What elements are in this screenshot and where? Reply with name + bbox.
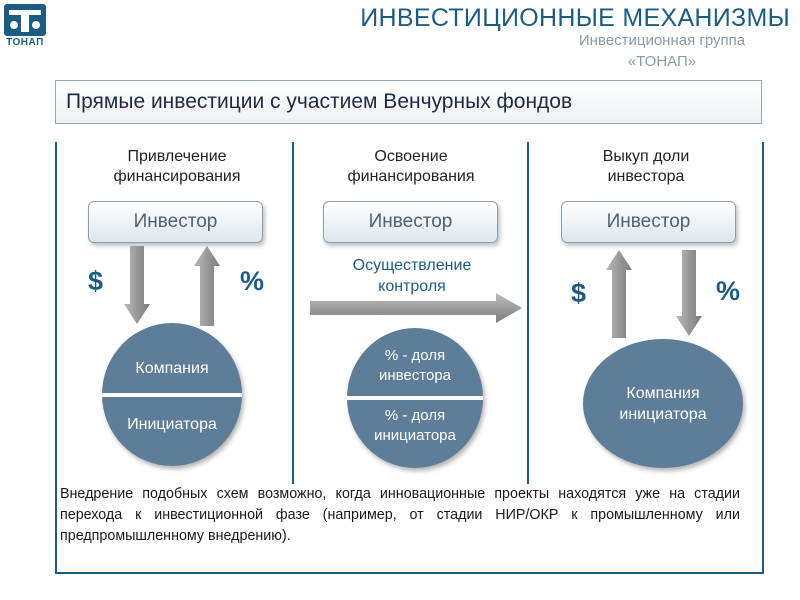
company-initiator-circle: Компания инициатора <box>583 339 743 468</box>
investor-label: Инвестор <box>133 211 218 232</box>
company-initiator-label: Компания инициатора <box>583 383 743 425</box>
investor-box: Инвестор <box>561 201 736 243</box>
section-title: Прямые инвестиции с участием Венчурных ф… <box>66 90 573 113</box>
page-subtitle: Инвестиционная группа «ТОНАП» <box>562 30 762 72</box>
logo-mark-icon <box>4 4 46 36</box>
column-title-development: Освоение финансирования <box>296 147 526 187</box>
investor-label: Инвестор <box>368 211 453 232</box>
frame-bottom-line <box>55 572 764 574</box>
control-label-line: Осуществление <box>352 257 472 274</box>
company-label: Компания <box>135 360 209 377</box>
note-text-box: Внедрение подобных схем возможно, когда … <box>60 484 740 572</box>
column-title-line: финансирования <box>113 168 241 185</box>
company-line: инициатора <box>619 406 707 423</box>
initiator-share-label: % - доля инициатора <box>347 406 483 446</box>
note-text: Внедрение подобных схем возможно, когда … <box>60 486 740 544</box>
percent-symbol: % <box>716 276 741 306</box>
column-title-attraction: Привлечение финансирования <box>62 147 292 187</box>
column-title-line: Привлечение <box>127 148 227 165</box>
share-line: % - доля <box>384 407 446 424</box>
share-line: % - доля <box>384 347 446 364</box>
subtitle-line-2: «ТОНАП» <box>627 53 697 70</box>
column-title-line: финансирования <box>347 168 475 185</box>
arrow-down-icon <box>676 250 702 336</box>
company-initiator-circle: Компания Инициатора <box>102 323 242 466</box>
investor-box: Инвестор <box>88 201 263 243</box>
column-title-line: Выкуп доли <box>602 148 690 165</box>
share-line: инициатора <box>374 427 456 444</box>
control-label-line: контроля <box>378 278 446 295</box>
share-line: инвестора <box>378 367 452 384</box>
page-title: ИНВЕСТИЦИОННЫЕ МЕХАНИЗМЫ <box>360 4 790 32</box>
frame-right-line <box>762 142 764 574</box>
column-divider-2 <box>527 142 529 484</box>
arrow-down-icon <box>124 246 150 324</box>
investor-box: Инвестор <box>323 201 498 243</box>
section-banner: Прямые инвестиции с участием Венчурных ф… <box>55 80 762 124</box>
logo: ТОНАП <box>4 4 46 50</box>
initiator-label: Инициатора <box>127 416 217 433</box>
column-title-buyout: Выкуп доли инвестора <box>531 147 761 187</box>
investor-label: Инвестор <box>606 211 691 232</box>
share-circle: % - доля инвестора % - доля инициатора <box>347 328 483 468</box>
dollar-symbol: $ <box>88 266 104 296</box>
column-divider-1 <box>292 142 294 484</box>
arrow-up-icon <box>606 250 632 338</box>
company-line: Компания <box>626 385 700 402</box>
percent-symbol: % <box>240 266 265 296</box>
arrow-up-icon <box>194 246 220 326</box>
dollar-symbol: $ <box>571 278 587 308</box>
investor-share-label: % - доля инвестора <box>347 346 483 386</box>
circle-split-line <box>347 396 483 400</box>
control-label: Осуществление контроля <box>312 255 512 297</box>
column-title-line: Освоение <box>374 148 448 165</box>
arrow-right-icon <box>310 293 522 323</box>
logo-text: ТОНАП <box>6 37 44 48</box>
circle-split-line <box>102 393 242 397</box>
column-title-line: инвестора <box>607 168 685 185</box>
frame-left-line <box>55 142 57 574</box>
subtitle-line-1: Инвестиционная группа <box>578 32 746 49</box>
